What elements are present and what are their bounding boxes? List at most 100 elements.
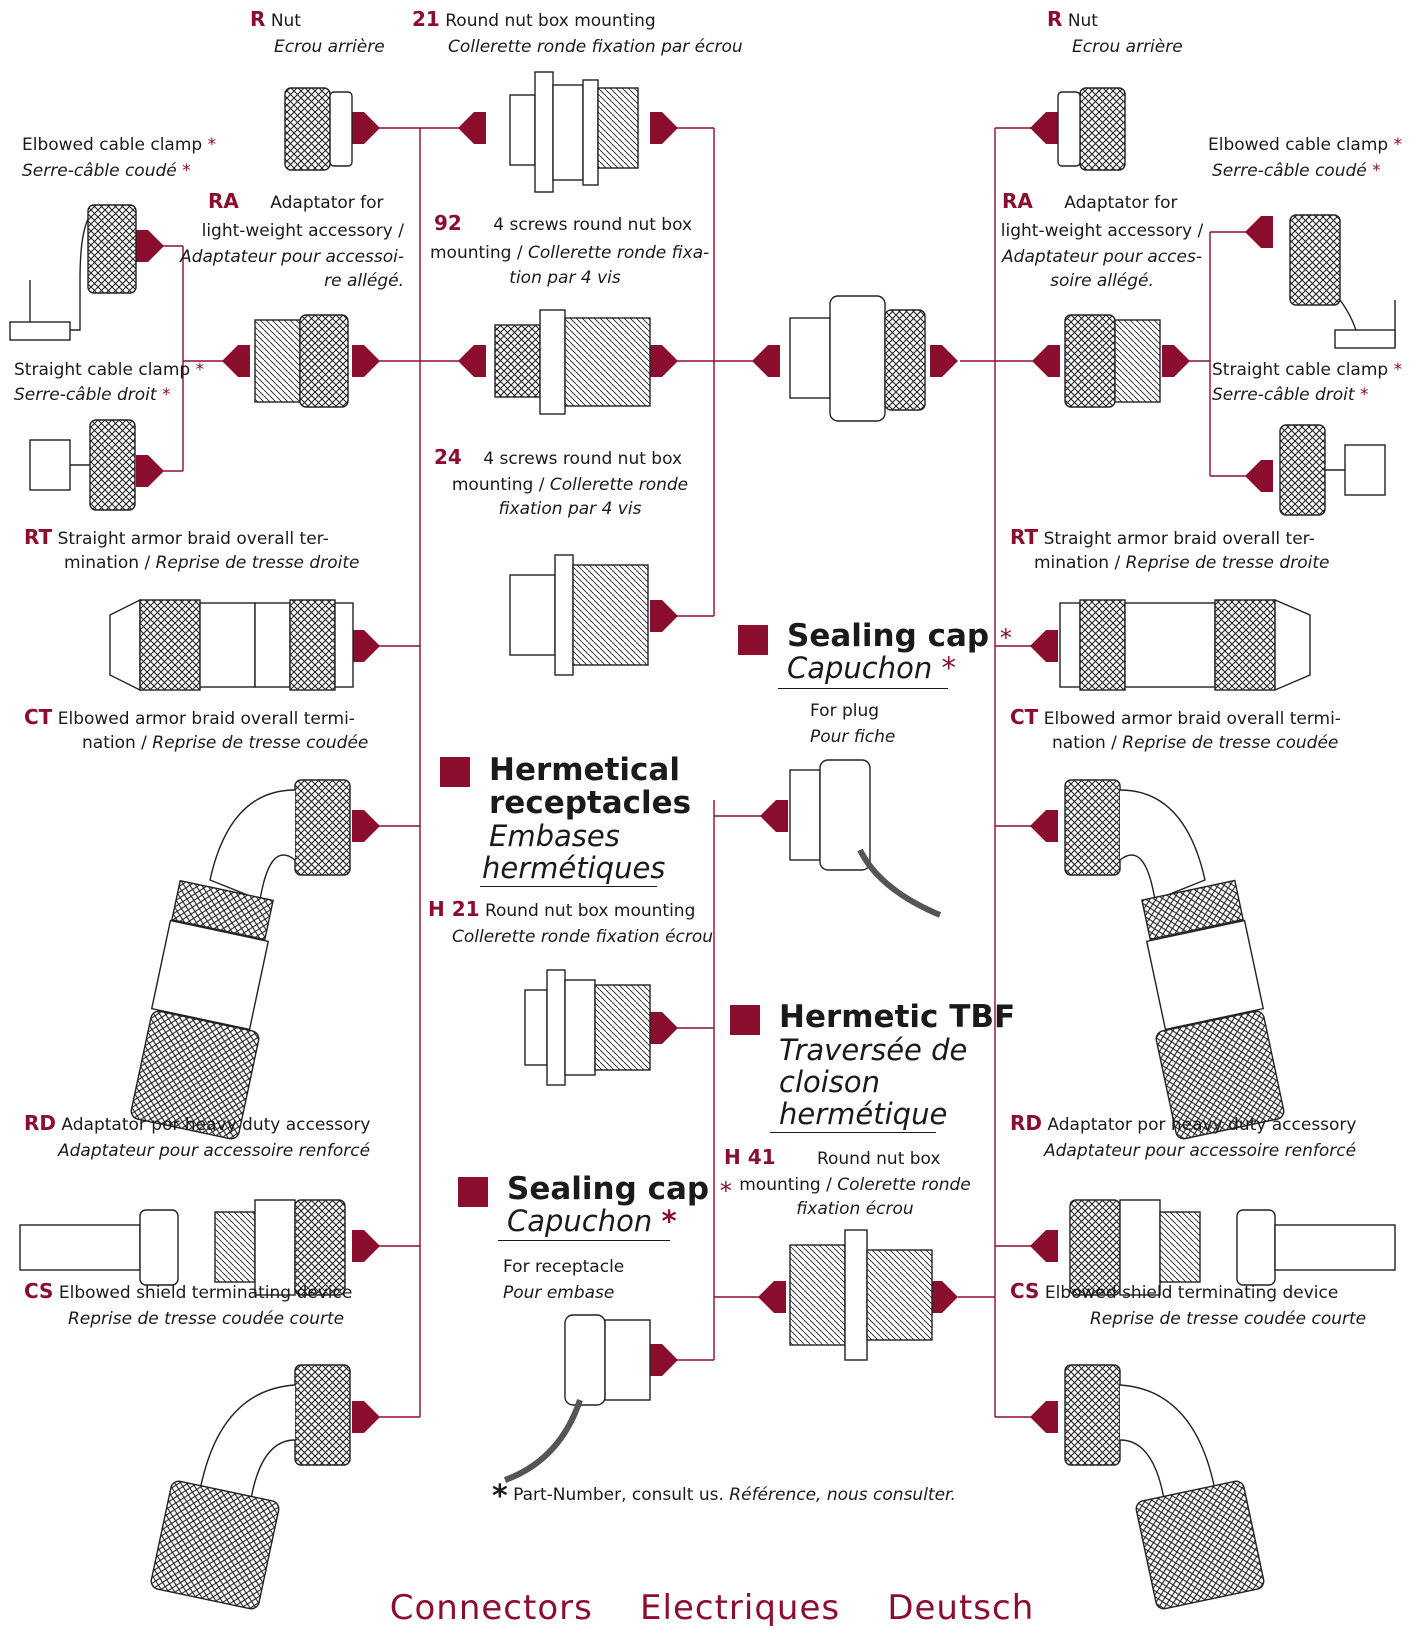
straight-clamp-right-label: Straight cable clamp * — [1212, 359, 1402, 381]
cs-left-label: CS Elbowed shield terminating device — [24, 1280, 352, 1304]
straight-clamp-right-en: Straight cable clamp — [1212, 360, 1389, 380]
cs-left-en: Elbowed shield terminating device — [58, 1283, 353, 1303]
elbowed-clamp-left-star: * — [207, 135, 217, 155]
adaptor-ra-left-drawing — [254, 314, 349, 408]
straight-clamp-right-fr: Serre-câble droit — [1212, 385, 1355, 405]
cap-plug-star: * — [999, 624, 1012, 652]
mount-21-fr: Collerette ronde fixation par écrou — [448, 37, 743, 57]
mount-24-label: 24 4 screws round nut box — [434, 446, 682, 470]
cap-plug-fr: Capuchon — [787, 651, 933, 685]
cs-right-drawing — [1064, 1364, 1265, 1610]
nut-right-drawing — [1057, 87, 1126, 171]
ra-right-code: RA — [1002, 189, 1033, 213]
hermetical-en2: receptacles — [489, 785, 692, 821]
rt-right-line2: mination / Reprise de tresse droite — [1034, 552, 1329, 574]
hermetical-fr1: Embases — [489, 819, 620, 853]
straight-clamp-left-fr-line: Serre-câble droit * — [14, 384, 170, 406]
elbowed-clamp-right-fr-line: Serre-câble coudé * — [1212, 160, 1381, 182]
cap-receptacle-sub-fr: Pour embase — [503, 1283, 615, 1303]
ra-right-en1: Adaptator for — [1064, 193, 1178, 213]
ra-right-fr2: soire allégé. — [1050, 271, 1154, 291]
tbf-en: Hermetic TBF — [779, 999, 1016, 1035]
cap-receptacle-en-line: Sealing cap * — [507, 1172, 732, 1208]
component-drawings — [9, 71, 1396, 1610]
cap-plug-sub-en: For plug — [810, 701, 880, 721]
cs-right-en: Elbowed shield terminating device — [1044, 1283, 1339, 1303]
footer-title: Connectors Electriques Deutsch — [389, 1588, 1035, 1628]
ct-left-label: CT Elbowed armor braid overall termi- — [24, 706, 355, 730]
rt-right-label: RT Straight armor braid overall ter- — [1010, 526, 1315, 550]
cap-receptacle-drawing — [503, 1314, 651, 1483]
hermetical-fr2: hermétiques — [482, 851, 666, 885]
rd-left-drawing — [19, 1199, 346, 1296]
footnote-star: * — [492, 1479, 508, 1514]
footnote-en: Part-Number, consult us. — [513, 1485, 724, 1505]
nut-left-drawing — [284, 87, 353, 171]
mount-92-fr1: Collerette ronde fixa- — [528, 243, 710, 263]
cs-left-fr: Reprise de tresse coudée courte — [68, 1309, 345, 1329]
straight-clamp-left-fr: Serre-câble droit — [14, 385, 157, 405]
cap-plug-square-icon — [738, 625, 768, 655]
cap-plug-fr-line: Capuchon * — [787, 652, 956, 684]
h21-code: H 21 — [428, 897, 480, 921]
rd-right-code: RD — [1010, 1111, 1043, 1135]
mount-92-line2: mounting / Collerette ronde fixa- — [430, 242, 709, 264]
mount-24-fr2: fixation par 4 vis — [498, 499, 642, 519]
ct-right-en2: nation / — [1052, 733, 1117, 753]
nut-left-code: R — [250, 7, 266, 31]
rt-right-en2: mination / — [1034, 553, 1121, 573]
straight-clamp-right-drawing — [1279, 424, 1386, 516]
ra-left-fr1: Adaptateur pour accessoi- — [180, 247, 404, 267]
rt-left-line2: mination / Reprise de tresse droite — [64, 552, 359, 574]
h21-fr: Collerette ronde fixation écrou — [452, 927, 714, 947]
cap-receptacle-star: * — [719, 1177, 732, 1205]
straight-clamp-left-drawing — [29, 419, 136, 511]
rt-left-fr: Reprise de tresse droite — [155, 553, 360, 573]
rd-right-en: Adaptator por heavy duty accessory — [1047, 1115, 1357, 1135]
mount-24-en2: mounting / — [451, 475, 545, 495]
nut-right-fr: Ecrou arrière — [1072, 37, 1183, 57]
straight-clamp-right-star: * — [1393, 360, 1403, 380]
box-mount-92-drawing — [494, 309, 651, 415]
rd-left-fr: Adaptateur pour accessoire renforcé — [58, 1141, 371, 1161]
mount-24-line2: mounting / Collerette ronde — [420, 474, 720, 496]
rt-right-fr: Reprise de tresse droite — [1125, 553, 1330, 573]
rd-left-code: RD — [24, 1111, 57, 1135]
cs-right-code: CS — [1010, 1279, 1040, 1303]
mount-24-en1: 4 screws round nut box — [483, 449, 683, 469]
cap-plug-fr-star: * — [941, 651, 956, 685]
rt-left-label: RT Straight armor braid overall ter- — [24, 526, 329, 550]
elbowed-clamp-right-star: * — [1393, 135, 1403, 155]
straight-clamp-right-fr-line: Serre-câble droit * — [1212, 384, 1368, 406]
hermetical-en1: Hermetical — [489, 752, 680, 788]
cs-left-code: CS — [24, 1279, 54, 1303]
tbf-fr1: Traversée de — [779, 1033, 968, 1067]
mount-21-code: 21 — [412, 7, 440, 31]
footnote: * Part-Number, consult us. Référence, no… — [492, 1482, 956, 1512]
ra-left-code: RA — [208, 189, 239, 213]
ct-left-fr: Reprise de tresse coudée — [152, 733, 369, 753]
ra-right-en2: light-weight accessory / — [1000, 221, 1204, 241]
ct-right-line2: nation / Reprise de tresse coudée — [1052, 732, 1338, 754]
mount-92-fr2: tion par 4 vis — [509, 268, 621, 288]
ra-left-en1: Adaptator for — [270, 193, 384, 213]
ct-right-en1: Elbowed armor braid overall termi- — [1043, 709, 1341, 729]
tbf-fr2: cloison — [779, 1065, 881, 1099]
rt-right-drawing — [1059, 598, 1311, 692]
h21-drawing — [524, 969, 651, 1086]
elbowed-clamp-left-fr-line: Serre-câble coudé * — [22, 160, 191, 182]
nut-right-label: R Nut — [1047, 8, 1098, 32]
straight-clamp-left-star: * — [195, 360, 205, 380]
adaptor-ra-right-drawing — [1064, 314, 1161, 408]
h41-fr1: Colerette ronde — [837, 1175, 971, 1195]
box-mount-21-drawing — [509, 71, 639, 193]
ct-right-drawing — [1064, 779, 1285, 1140]
ct-left-en1: Elbowed armor braid overall termi- — [57, 709, 355, 729]
ct-left-line2: nation / Reprise de tresse coudée — [82, 732, 368, 754]
elbowed-clamp-right-fr: Serre-câble coudé — [1212, 161, 1367, 181]
hermetical-square-icon — [440, 757, 470, 787]
elbowed-clamp-left-label: Elbowed cable clamp * — [22, 134, 216, 156]
h21-label: H 21 Round nut box mounting — [428, 898, 695, 922]
mount-24-code: 24 — [434, 445, 462, 469]
cap-plug-en: Sealing cap — [787, 618, 990, 654]
